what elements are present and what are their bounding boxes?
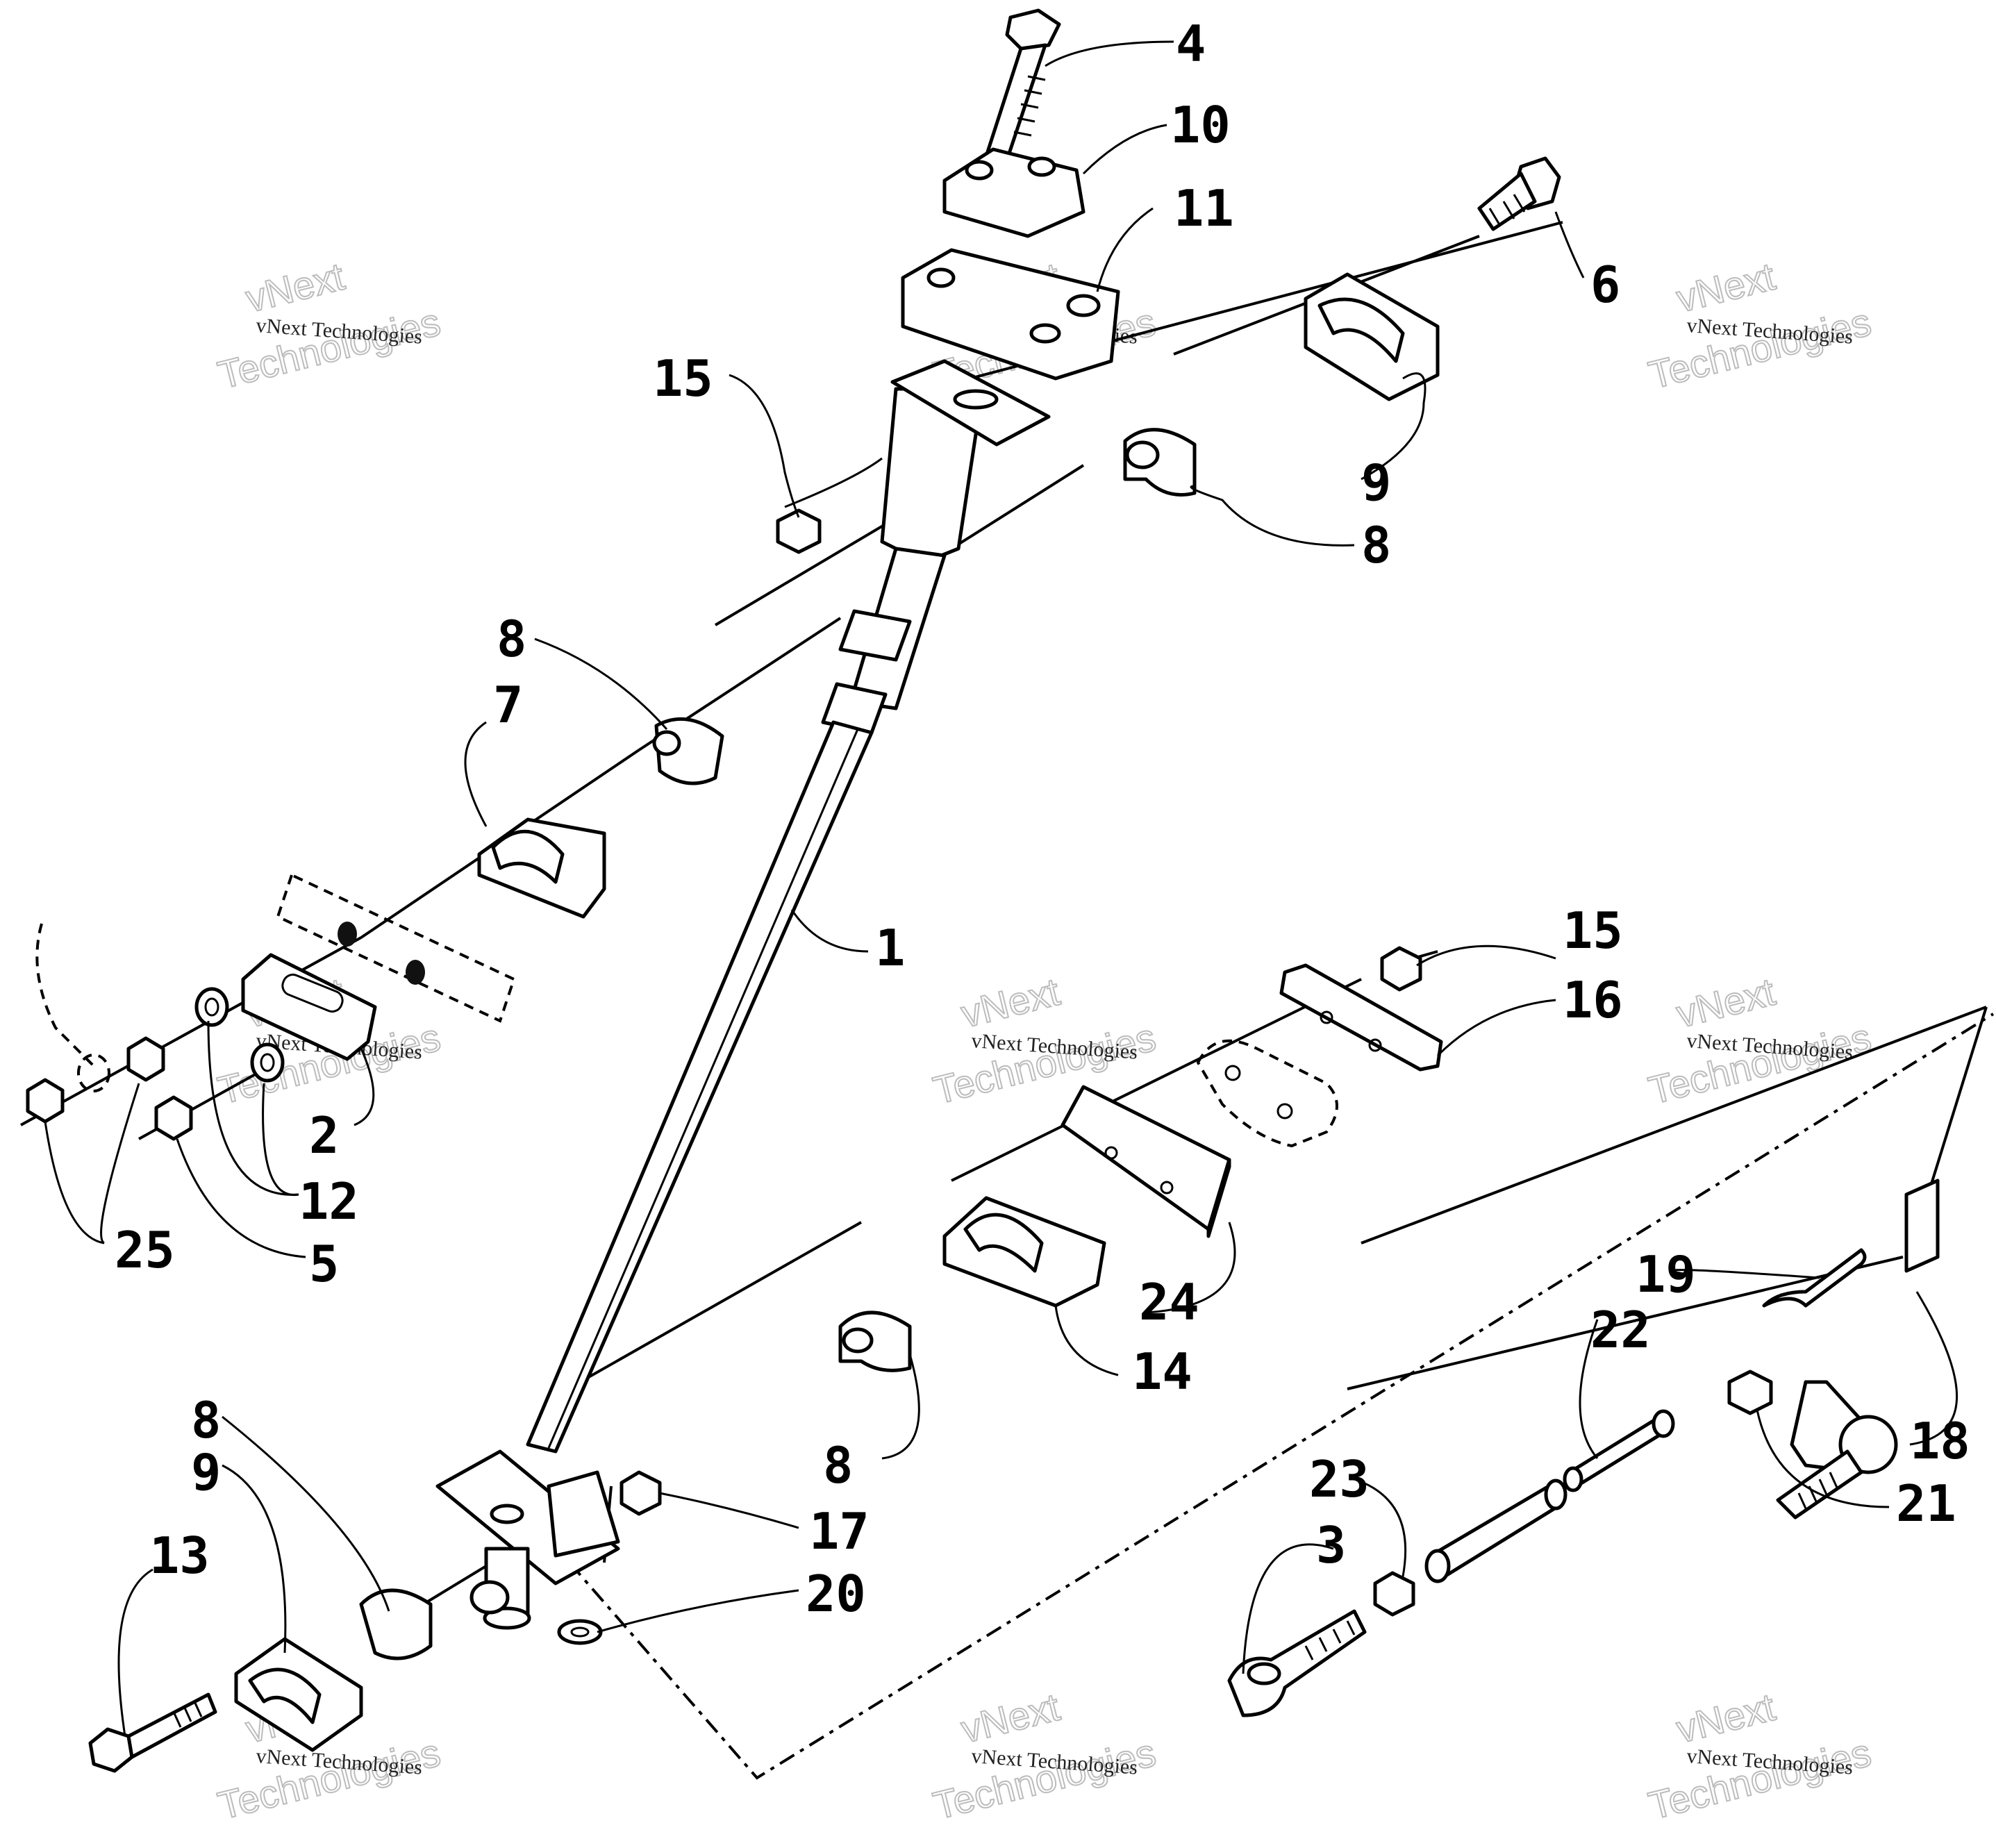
cotter-pin-19 <box>1762 1248 1867 1308</box>
watermark-big-line2: Technologies <box>929 1730 1160 1827</box>
callout-23: 23 <box>1309 1450 1370 1508</box>
callout-labels: 4 10 11 6 15 9 8 8 7 1 15 16 2 12 25 5 2… <box>115 15 1970 1623</box>
watermark-big-line1: vNext <box>957 1685 1065 1751</box>
clamp-7 <box>477 817 606 919</box>
top-bolt <box>984 8 1061 162</box>
callout-8-lower-left: 8 <box>191 1391 221 1449</box>
nut-23 <box>1373 1571 1415 1617</box>
bolt-13 <box>88 1692 217 1773</box>
tie-rod-end-18 <box>1776 1179 1940 1520</box>
frame-bracket-dashed <box>276 873 516 1023</box>
clamp-9-lower <box>234 1637 363 1752</box>
callout-25: 25 <box>115 1221 175 1279</box>
callout-1: 1 <box>875 919 905 977</box>
callout-18: 18 <box>1910 1412 1970 1470</box>
callout-15-right: 15 <box>1563 901 1623 960</box>
callout-11: 11 <box>1174 179 1234 238</box>
tube-22 <box>1563 1409 1675 1492</box>
callout-6: 6 <box>1590 256 1620 314</box>
bushing-8-right-mid <box>838 1310 912 1372</box>
callout-8-left: 8 <box>497 610 526 668</box>
watermark-big-line2: Technologies <box>929 1015 1160 1112</box>
nut-15-top <box>776 508 822 554</box>
watermark-mid-center: vNext Technologies vNext Technologies <box>929 969 1161 1113</box>
watermark-big-line2: Technologies <box>1645 1730 1875 1827</box>
callout-22: 22 <box>1590 1301 1651 1359</box>
plate-24 <box>1061 1085 1231 1238</box>
callout-2: 2 <box>309 1106 339 1165</box>
callout-9-upper: 9 <box>1361 453 1391 512</box>
clamp-14 <box>942 1196 1106 1308</box>
watermark-big-line2: Technologies <box>1645 1015 1875 1112</box>
tie-rod-tube <box>1424 1479 1567 1583</box>
clamp-cap-top <box>942 147 1086 238</box>
watermark-top-left: vNext Technologies vNext Technologies <box>213 253 445 398</box>
bushing-8-lower-left <box>359 1588 433 1660</box>
nut-5 <box>154 1095 193 1141</box>
callout-3: 3 <box>1316 1516 1346 1574</box>
callout-24: 24 <box>1139 1273 1199 1331</box>
watermark-top-right: vNext Technologies vNext Technologies <box>1644 253 1876 398</box>
tie-rod-end-3 <box>1227 1609 1367 1717</box>
washer-20 <box>557 1619 603 1645</box>
nut-15-right <box>1380 946 1422 992</box>
callout-20: 20 <box>806 1565 866 1623</box>
watermark-bottom-center: vNext Technologies vNext Technologies <box>929 1684 1161 1829</box>
callout-14: 14 <box>1132 1342 1192 1401</box>
bushing-8-upper-right <box>1123 428 1197 497</box>
washers-12 <box>194 987 285 1083</box>
bushing-8-left <box>652 717 724 785</box>
callout-12: 12 <box>299 1172 359 1231</box>
watermark-big-line1: vNext <box>1672 254 1780 321</box>
callout-15-top: 15 <box>653 349 713 408</box>
callout-21: 21 <box>1896 1474 1956 1533</box>
watermark-bottom-right: vNext Technologies vNext Technologies <box>1644 1684 1876 1829</box>
callout-16: 16 <box>1563 971 1623 1029</box>
nut-21 <box>1727 1370 1773 1415</box>
steering-post <box>435 359 1051 1630</box>
callout-8-upper-right: 8 <box>1361 516 1391 574</box>
watermark-big-line1: vNext <box>1672 1685 1780 1751</box>
callout-9-lower: 9 <box>191 1443 221 1501</box>
watermark-mid-right: vNext Technologies vNext Technologies <box>1644 969 1876 1113</box>
bolt-6 <box>1477 156 1561 231</box>
watermark-big-line2: Technologies <box>214 299 444 397</box>
callout-13: 13 <box>149 1526 210 1585</box>
nut-17 <box>619 1470 662 1516</box>
plate-2 <box>241 953 377 1061</box>
clamp-9-upper <box>1304 272 1440 401</box>
watermark-big-line1: vNext <box>242 254 349 321</box>
leader-lines <box>44 40 1958 1737</box>
watermark-big-line2: Technologies <box>214 1730 444 1827</box>
callout-17: 17 <box>809 1502 870 1560</box>
watermark-big-line1: vNext <box>957 969 1065 1036</box>
callout-19: 19 <box>1636 1245 1696 1304</box>
callout-5: 5 <box>309 1235 339 1293</box>
clamp-block-upper <box>901 248 1120 381</box>
callout-8-right-mid: 8 <box>823 1436 853 1495</box>
callout-10: 10 <box>1170 96 1231 154</box>
plate-16 <box>1279 963 1443 1072</box>
watermark-big-line1: vNext <box>1672 969 1780 1036</box>
watermark-big-line2: Technologies <box>1645 299 1875 397</box>
callout-7: 7 <box>493 676 523 734</box>
callout-4: 4 <box>1176 15 1206 73</box>
nuts-25 <box>26 923 165 1124</box>
bracket-dashed-right <box>1196 1039 1338 1148</box>
